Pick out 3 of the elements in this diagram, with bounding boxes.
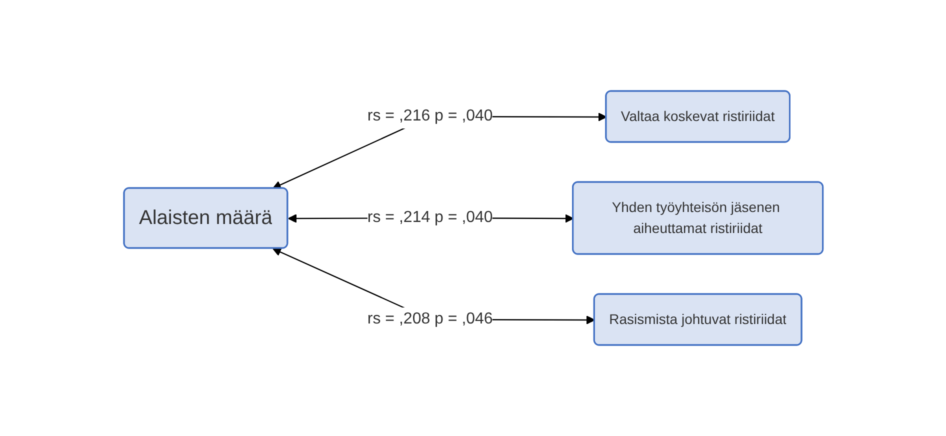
edge-label: rs = ,208 p = ,046 bbox=[366, 310, 492, 328]
edge-label: rs = ,216 p = ,040 bbox=[366, 108, 492, 124]
edge-label: rs = ,214 p = ,040 bbox=[366, 209, 492, 226]
